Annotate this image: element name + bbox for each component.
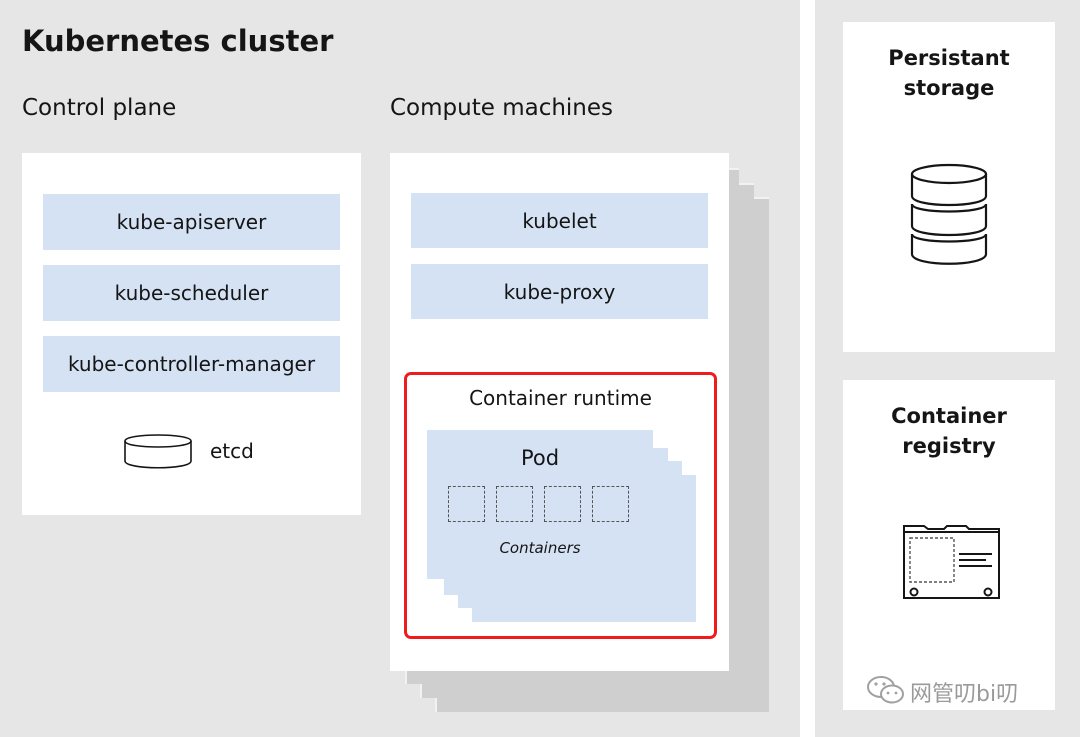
registry-folder-icon xyxy=(903,525,1000,599)
registry-title: Container registry xyxy=(843,401,1055,461)
etcd-label: etcd xyxy=(210,439,254,463)
watermark-text: 网管叨bi叨 xyxy=(910,682,1019,707)
kube-apiserver-box: kube-apiserver xyxy=(43,194,340,250)
container-slot-4 xyxy=(592,486,629,522)
kube-scheduler-box: kube-scheduler xyxy=(43,265,340,321)
storage-title-line1: Persistant xyxy=(888,46,1010,70)
compute-machine-panel: kubelet kube-proxy Container runtime Pod… xyxy=(390,153,729,671)
container-registry-panel: Container registry xyxy=(843,380,1055,710)
cluster-title: Kubernetes cluster xyxy=(22,24,334,58)
container-runtime-box: Container runtime Pod Containers xyxy=(404,372,717,639)
kube-controller-manager-box: kube-controller-manager xyxy=(43,336,340,392)
container-runtime-label: Container runtime xyxy=(469,386,652,410)
kubelet-box: kubelet xyxy=(411,193,708,248)
control-plane-panel: kube-apiserver kube-scheduler kube-contr… xyxy=(22,153,361,515)
container-slot-3 xyxy=(544,486,581,522)
container-slot-2 xyxy=(496,486,533,522)
storage-title-line2: storage xyxy=(903,76,995,100)
wechat-icon xyxy=(867,676,904,704)
containers-label: Containers xyxy=(499,539,581,557)
registry-title-line2: registry xyxy=(902,434,996,458)
container-slot-1 xyxy=(448,486,485,522)
control-plane-heading: Control plane xyxy=(22,95,177,121)
etcd-icon xyxy=(124,434,192,469)
persistent-storage-panel: Persistant storage xyxy=(843,22,1055,352)
database-icon xyxy=(910,163,988,265)
pod-box: Pod Containers xyxy=(427,430,653,579)
storage-title: Persistant storage xyxy=(843,43,1055,103)
registry-title-line1: Container xyxy=(891,404,1007,428)
compute-machines-heading: Compute machines xyxy=(390,95,614,121)
pod-label: Pod xyxy=(520,446,560,470)
kube-proxy-box: kube-proxy xyxy=(411,264,708,319)
